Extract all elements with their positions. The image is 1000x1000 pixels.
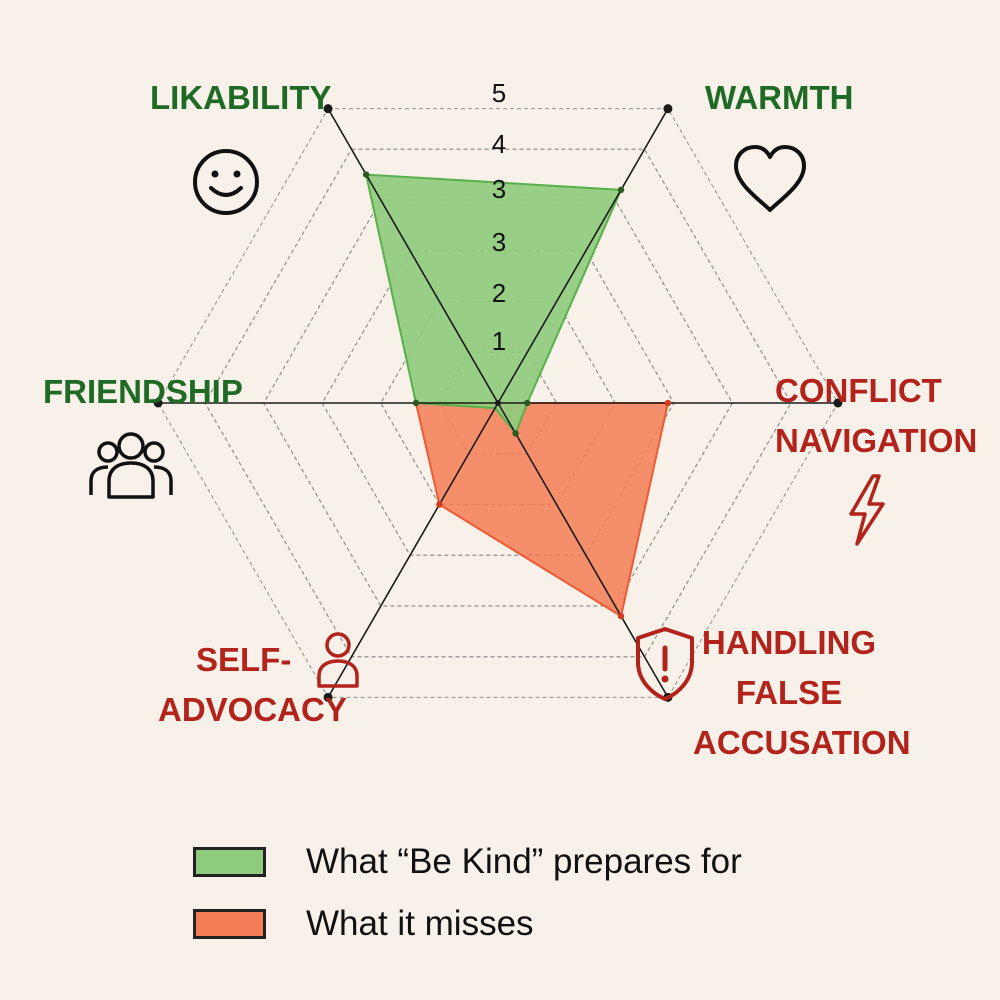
green-point-2	[617, 186, 625, 194]
axis-line-5	[327, 402, 499, 698]
axis-end-dot-3	[833, 398, 843, 408]
red-point-3	[664, 399, 672, 407]
legend-swatch-green	[193, 847, 266, 877]
axis-label-warmth: WARMTH	[705, 79, 854, 116]
axis-line-2	[497, 108, 669, 404]
axis-label-handling-false-accusation: HANDLING FALSE ACCUSATION	[693, 624, 911, 761]
legend-item-misses: What it misses	[193, 904, 534, 944]
smiley-face-icon	[193, 149, 259, 215]
legend-label-misses: What it misses	[306, 904, 534, 943]
shield-alert-icon	[636, 627, 694, 701]
red-point-5	[436, 501, 443, 508]
green-point-3	[524, 399, 531, 407]
axis-line-1	[327, 108, 499, 404]
axis-label-conflict-navigation: CONFLICT NAVIGATION	[775, 372, 978, 459]
green-point-1	[362, 171, 370, 178]
center-dot	[495, 400, 501, 406]
legend-item-prepares: What “Be Kind” prepares for	[193, 842, 742, 882]
person-icon	[317, 632, 359, 688]
axis-end-dot-2	[663, 104, 673, 114]
axis-label-self-advocacy: SELF- ADVOCACY	[158, 641, 347, 728]
green-point-6	[412, 399, 420, 407]
heart-icon	[734, 145, 806, 212]
axis-label-friendship: FRIENDSHIP	[43, 373, 243, 410]
tick-label-3: 3	[492, 227, 506, 257]
tick-label-5: 4	[492, 129, 506, 159]
series-what-it-misses	[414, 402, 669, 618]
axis-end-dot-6	[153, 398, 163, 408]
tick-label-6: 5	[492, 78, 506, 108]
axis-label-likability: LIKABILITY	[150, 79, 332, 116]
legend-swatch-red	[193, 909, 266, 939]
axis-end-dot-1	[323, 104, 333, 114]
legend-label-prepares: What “Be Kind” prepares for	[306, 842, 742, 881]
green-point-4	[512, 430, 519, 437]
tick-label-4: 3	[492, 174, 506, 204]
group-icon	[89, 432, 173, 499]
axis-end-dot-5	[323, 692, 333, 702]
tick-label-2: 2	[492, 278, 506, 308]
lightning-bolt-icon	[849, 474, 885, 546]
red-point-4	[617, 612, 625, 620]
tick-label-1: 1	[492, 326, 506, 356]
